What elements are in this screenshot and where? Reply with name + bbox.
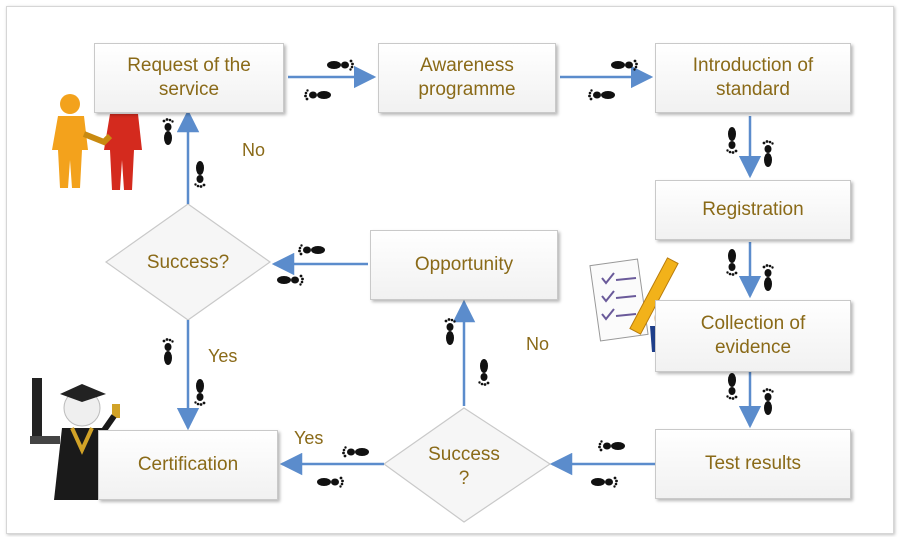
flow-arrows [176, 65, 762, 476]
step-opportunity: Opportunity [370, 230, 558, 300]
step-awareness-label: Awareness programme [418, 55, 516, 100]
decision-success-left-text: Success? [126, 248, 250, 278]
graduate-trophy-icon [30, 378, 120, 500]
decision-success-bottom-text: Success ? [414, 442, 514, 492]
label-no-top: No [242, 140, 266, 160]
label-yes-bottom: Yes [294, 428, 324, 448]
step-request-of-service: Request of the service [94, 43, 284, 113]
step-collection-label: Collection of evidence [700, 313, 806, 358]
step-certification-label: Certification [137, 454, 239, 475]
step-awareness-programme: Awareness programme [378, 43, 556, 113]
step-request-label: Request of the service [127, 55, 251, 100]
step-collection-of-evidence: Collection of evidence [655, 300, 851, 372]
step-test-results: Test results [655, 429, 851, 499]
step-introduction-label: Introduction of standard [692, 55, 814, 100]
label-no-middle: No [526, 334, 550, 354]
step-certification: Certification [98, 430, 278, 500]
label-yes-left: Yes [208, 346, 238, 366]
step-registration-label: Registration [702, 199, 804, 220]
step-test-results-label: Test results [704, 453, 802, 474]
step-introduction-of-standard: Introduction of standard [655, 43, 851, 113]
step-opportunity-label: Opportunity [414, 254, 514, 275]
step-registration: Registration [655, 180, 851, 240]
decision-success-bottom-label: Success ? [428, 444, 500, 489]
decision-diamond-bottom [382, 407, 552, 523]
decision-success-left-label: Success? [146, 252, 230, 273]
